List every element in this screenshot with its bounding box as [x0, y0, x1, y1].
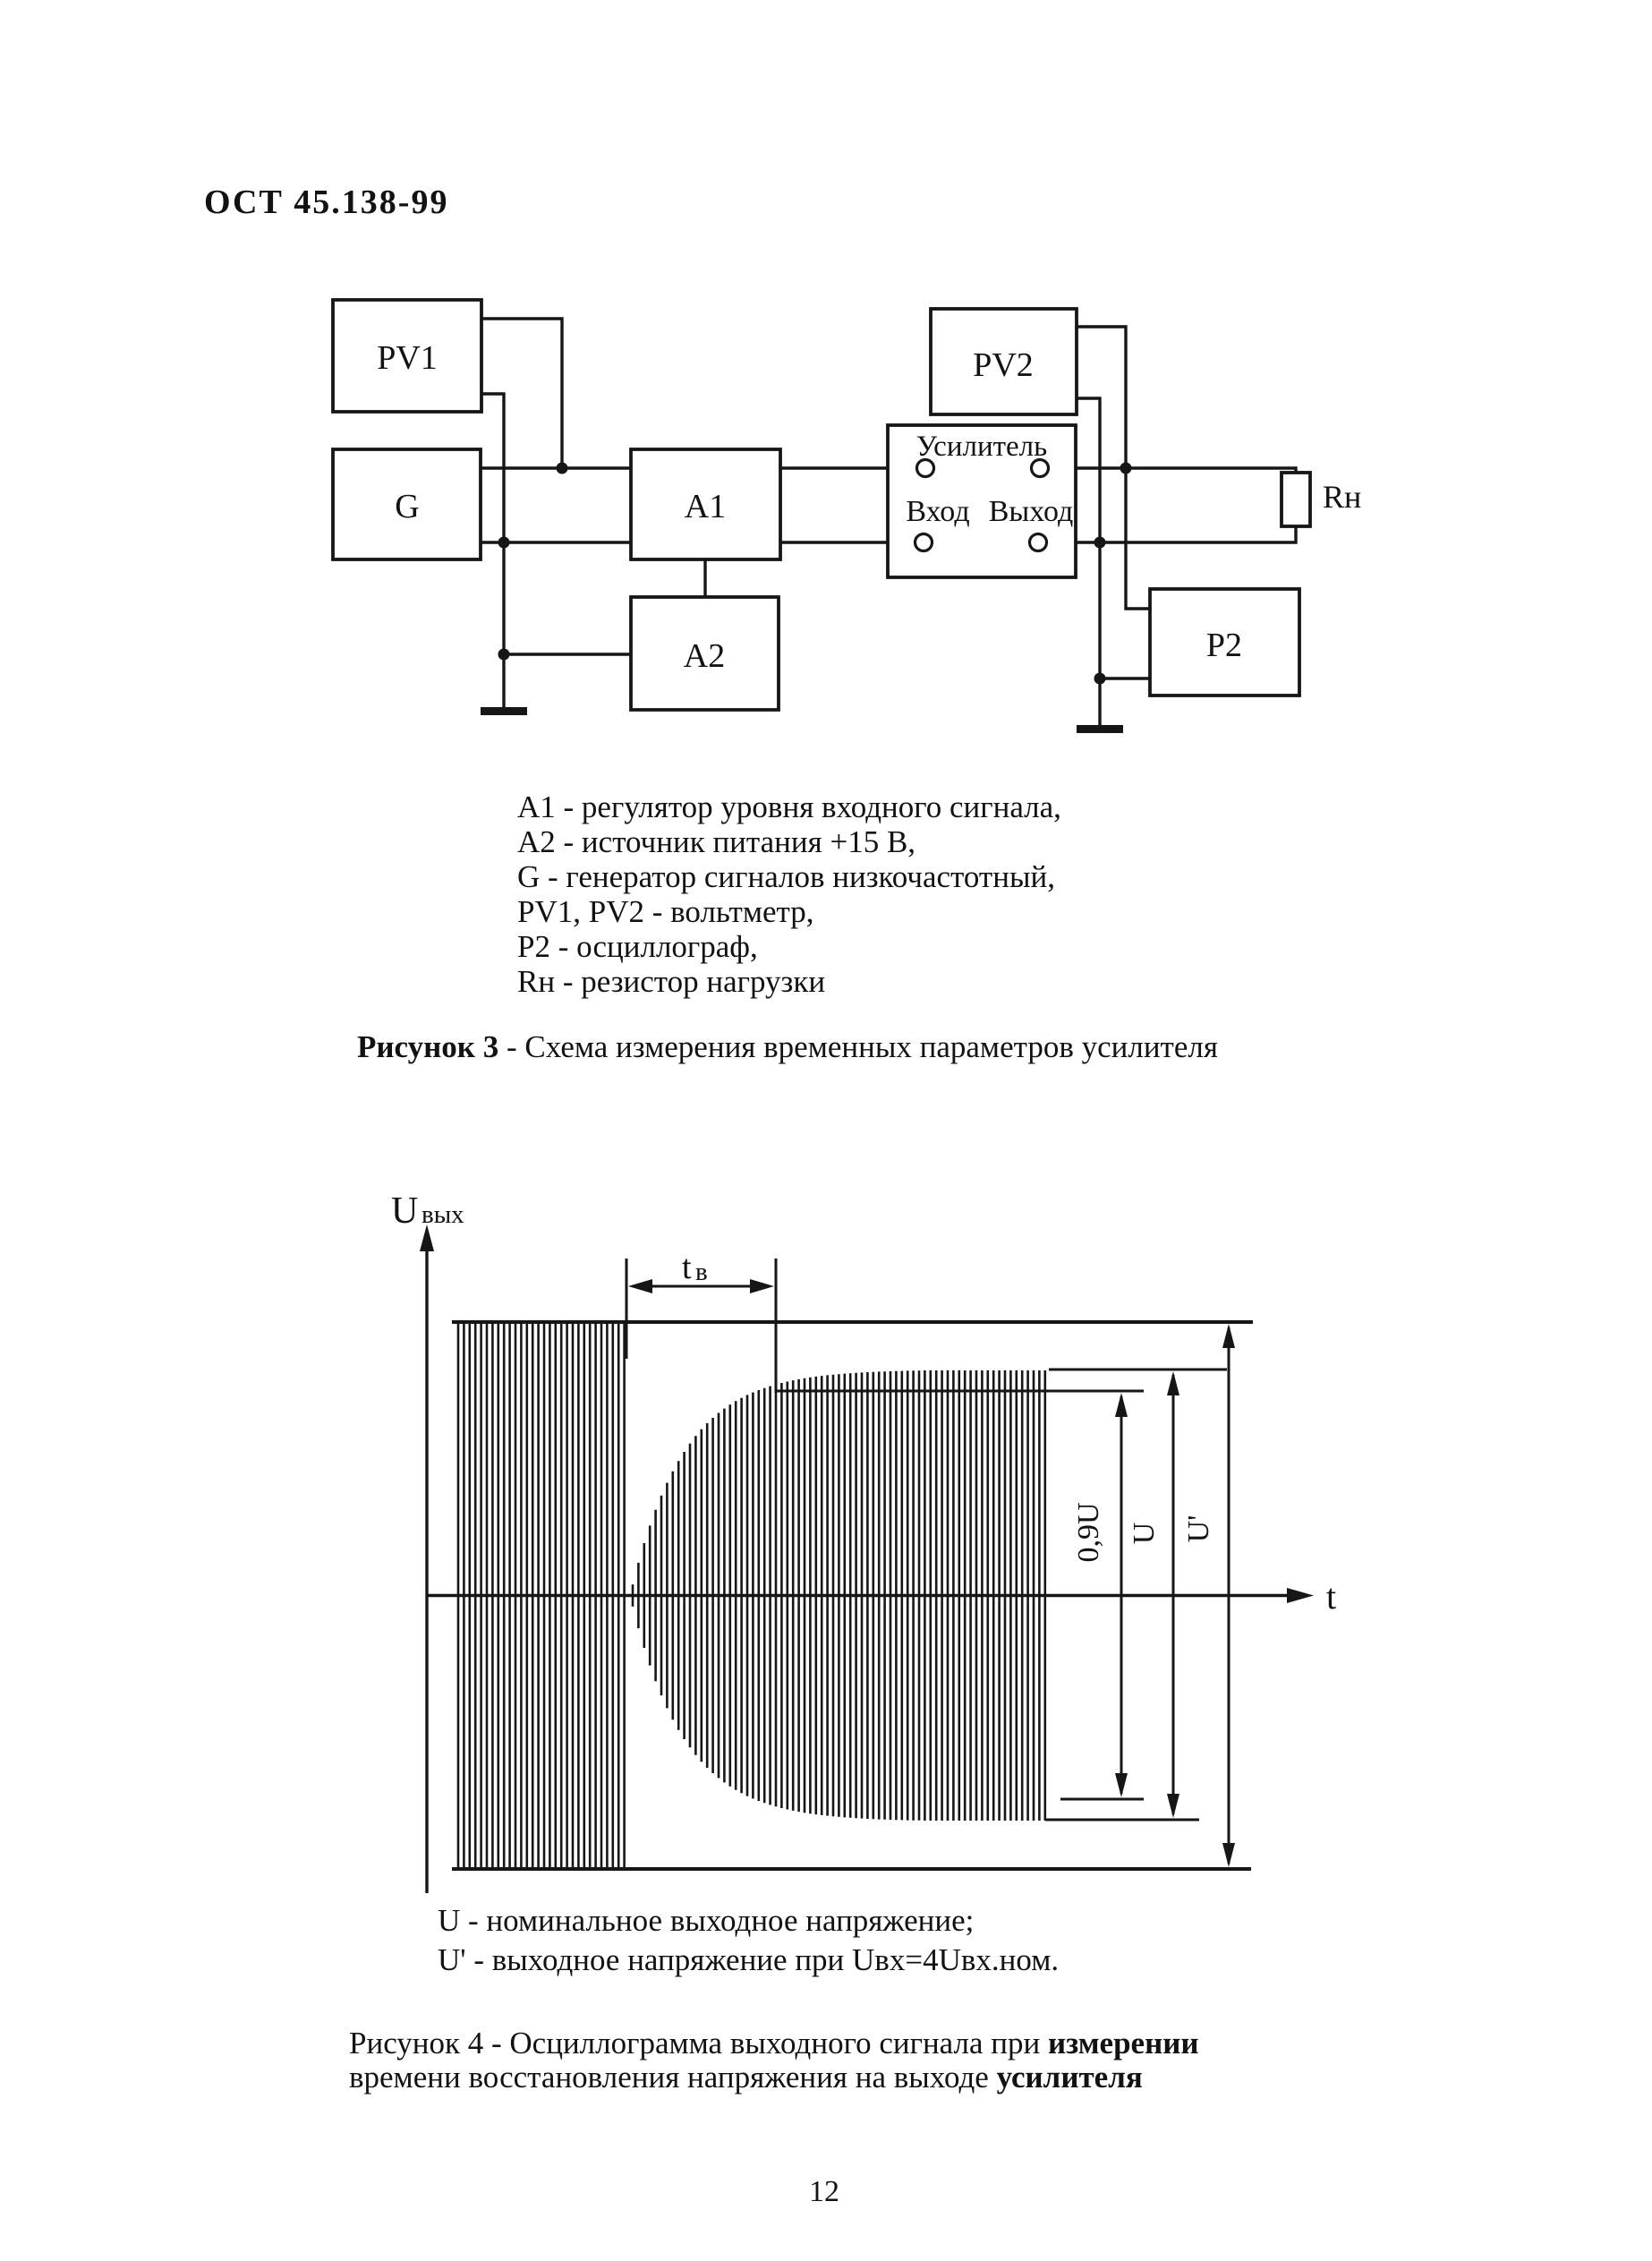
uprime-label: U' — [1182, 1515, 1215, 1543]
u-arrow-down-icon — [1167, 1794, 1179, 1818]
amplifier-input-label: Вход — [906, 495, 969, 528]
figure3-caption: Рисунок 3 - Схема измерения временных па… — [357, 1029, 1218, 1065]
legend-line: G - генератор сигналов низкочастотный, — [517, 859, 1055, 894]
g-box — [331, 448, 482, 561]
load-label: Rн — [1323, 479, 1361, 515]
legend-line: А2 - источник питания +15 В, — [517, 824, 916, 859]
uprime-arrow-down-icon — [1222, 1843, 1235, 1867]
figure4-caption-line2: времени восстановления напряжения на вых… — [349, 2060, 1369, 2095]
ground-symbol-right — [1077, 725, 1123, 733]
legend-line: Р2 - осциллограф, — [517, 929, 758, 964]
a1-box — [629, 448, 782, 561]
figure3-legend: А1 - регулятор уровня входного сигнала, … — [517, 789, 1061, 999]
terminal-input-top — [915, 457, 936, 479]
junction-dots — [498, 462, 1132, 685]
wire-pv2-ground — [1077, 397, 1102, 725]
l09u-label: 0,9U — [1072, 1502, 1105, 1562]
t-axis-arrow-icon — [1287, 1588, 1314, 1603]
a2-box — [629, 595, 780, 712]
load-resistor — [1280, 471, 1312, 528]
figure3-caption-number: Рисунок 3 — [357, 1029, 499, 1064]
page-number: 12 — [809, 2175, 839, 2208]
pv1-box — [331, 298, 483, 414]
standard-number: ОСТ 45.138-99 — [204, 183, 449, 221]
l09u-arrow-down-icon — [1115, 1773, 1128, 1797]
a1-label: A1 — [685, 488, 726, 525]
wire-output-top — [1048, 466, 1298, 473]
ground-symbol-left — [481, 707, 527, 715]
a2-label: A2 — [684, 637, 725, 675]
recovery-time-dimension — [625, 1258, 778, 1393]
reference-lines — [452, 1320, 1253, 1871]
legend-line: U' - выходное напряжение при Uвх=4Uвх.но… — [438, 1942, 1060, 1977]
t-axis-label: t — [1326, 1576, 1336, 1617]
legend-line: U - номинальное выходное напряжение; — [438, 1903, 975, 1938]
figure4-caption: Рисунок 4 - Осциллограмма выходного сигн… — [349, 2026, 1369, 2095]
terminal-output-top — [1029, 457, 1051, 479]
legend-line: А1 - регулятор уровня входного сигнала, — [517, 789, 1061, 824]
g-label: G — [395, 488, 419, 525]
wire-output-bottom — [1046, 526, 1298, 544]
terminal-output-bottom — [1027, 532, 1049, 553]
axes — [420, 1224, 1314, 1893]
tb-arrow-right-icon — [750, 1279, 774, 1293]
wire-pv1-top-branch — [481, 317, 564, 468]
amplifier-terminals — [913, 457, 1051, 553]
p2-label: Р2 — [1206, 627, 1242, 664]
terminal-input-bottom — [913, 532, 934, 553]
tb-arrow-left-icon — [628, 1279, 652, 1293]
schematic-wires — [481, 317, 1298, 725]
amplifier-box — [886, 423, 1077, 579]
uprime-arrow-up-icon — [1222, 1324, 1235, 1348]
wire-pv1-ground-branch — [481, 392, 506, 707]
pv1-label: PV1 — [377, 339, 438, 377]
amplifier-output-label: Выход — [989, 495, 1074, 528]
figure4-caption-line1-text: Рисунок 4 - Осциллограмма выходного сигн… — [349, 2026, 1048, 2060]
figure4-caption-line2-text: времени восстановления напряжения на вых… — [349, 2060, 997, 2095]
y-axis-label: U — [391, 1190, 418, 1232]
amplifier-title: Усилитель — [916, 431, 1047, 463]
l09u-arrow-up-icon — [1115, 1393, 1128, 1417]
figure4-legend: U - номинальное выходное напряжение; U' … — [438, 1901, 1059, 1980]
y-axis-label-sub: вых — [422, 1200, 464, 1229]
y-axis-arrow-icon — [420, 1224, 434, 1251]
figure4-caption-line2-bold: усилителя — [996, 2060, 1143, 2095]
pv2-label: PV2 — [973, 346, 1034, 384]
legend-line: Rн - резистор нагрузки — [517, 964, 826, 999]
figure3-caption-text: - Схема измерения временных параметров у… — [498, 1029, 1218, 1064]
figure4-oscillogram: U вых t в t 0,9U U U' — [391, 1190, 1336, 1893]
tb-label: t — [682, 1249, 692, 1286]
legend-line: PV1, PV2 - вольтметр, — [517, 894, 814, 929]
u-arrow-up-icon — [1167, 1371, 1179, 1395]
tb-label-sub: в — [695, 1258, 708, 1286]
figure4-caption-line1-bold: измерении — [1047, 2026, 1199, 2060]
u-label: U — [1128, 1523, 1161, 1545]
figure4-caption-line1: Рисунок 4 - Осциллограмма выходного сигн… — [349, 2026, 1369, 2060]
figure3-schematic: PV1 G A1 A2 PV2 Р2 Усилитель Вход Выход … — [331, 298, 1361, 733]
pv2-box — [929, 307, 1078, 416]
p2-box — [1148, 587, 1301, 697]
